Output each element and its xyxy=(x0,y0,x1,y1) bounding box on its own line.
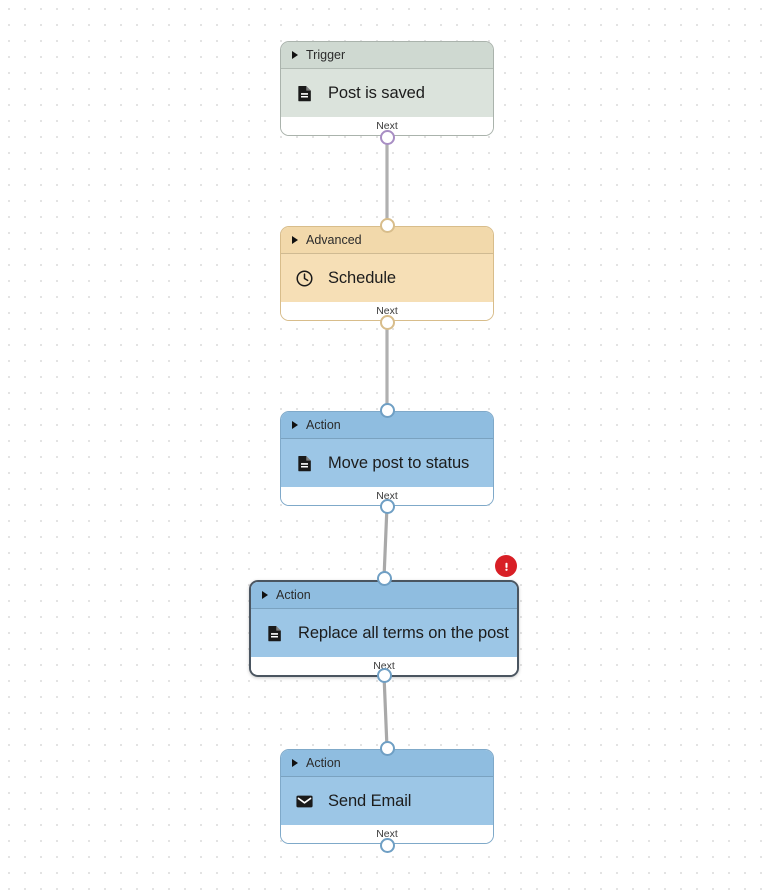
node-footer-next[interactable]: Next xyxy=(281,302,493,320)
node-body[interactable]: Move post to status xyxy=(281,439,493,487)
port-output-advanced-schedule[interactable] xyxy=(380,315,395,330)
node-category-label: Action xyxy=(306,418,341,432)
node-title: Send Email xyxy=(328,791,412,810)
disclosure-triangle-icon[interactable] xyxy=(292,421,298,429)
node-title: Replace all terms on the post xyxy=(298,623,509,642)
node-error-badge-action-replace-all-terms[interactable] xyxy=(495,555,517,577)
document-icon xyxy=(298,455,311,471)
workflow-node-trigger-post-is-saved[interactable]: Trigger Post is saved Next xyxy=(280,41,494,136)
node-header[interactable]: Action xyxy=(281,412,493,439)
node-body[interactable]: Schedule xyxy=(281,254,493,302)
port-input-action-move-post-to-status[interactable] xyxy=(380,403,395,418)
node-body[interactable]: Replace all terms on the post xyxy=(251,609,517,657)
node-footer-label: Next xyxy=(376,828,398,840)
port-output-trigger-post-is-saved[interactable] xyxy=(380,130,395,145)
workflow-node-action-move-post-to-status[interactable]: Action Move post to status Next xyxy=(280,411,494,506)
edge-action-replace-to-action-email xyxy=(382,673,389,750)
workflow-node-action-replace-all-terms-on-the-post[interactable]: Action Replace all terms on the post Nex… xyxy=(249,580,519,677)
port-output-action-send-email[interactable] xyxy=(380,838,395,853)
disclosure-triangle-icon[interactable] xyxy=(292,51,298,59)
node-footer-label: Next xyxy=(376,305,398,317)
node-footer-label: Next xyxy=(376,120,398,132)
port-input-action-send-email[interactable] xyxy=(380,741,395,756)
workflow-node-action-send-email[interactable]: Action Send Email Next xyxy=(280,749,494,844)
clock-icon xyxy=(296,269,313,287)
node-title: Post is saved xyxy=(328,83,425,102)
node-footer-label: Next xyxy=(376,490,398,502)
node-footer-next[interactable]: Next xyxy=(281,487,493,505)
error-exclamation-icon xyxy=(504,562,508,571)
node-title: Schedule xyxy=(328,268,397,287)
edge-action-move-to-action-replace xyxy=(382,504,389,580)
node-category-label: Advanced xyxy=(306,233,362,247)
port-output-action-move-post-to-status[interactable] xyxy=(380,499,395,514)
node-category-label: Action xyxy=(276,588,311,602)
node-title: Move post to status xyxy=(328,453,470,472)
node-body[interactable]: Send Email xyxy=(281,777,493,825)
node-footer-next[interactable]: Next xyxy=(281,825,493,843)
node-header[interactable]: Action xyxy=(251,582,517,609)
document-icon xyxy=(298,85,311,101)
port-output-action-replace-all-terms[interactable] xyxy=(377,668,392,683)
node-body[interactable]: Post is saved xyxy=(281,69,493,117)
workflow-node-advanced-schedule[interactable]: Advanced Schedule Next xyxy=(280,226,494,321)
envelope-icon xyxy=(296,795,313,807)
node-footer-next[interactable]: Next xyxy=(281,117,493,135)
node-category-label: Trigger xyxy=(306,48,346,62)
document-icon xyxy=(268,625,281,641)
disclosure-triangle-icon[interactable] xyxy=(292,759,298,767)
port-input-advanced-schedule[interactable] xyxy=(380,218,395,233)
port-input-action-replace-all-terms[interactable] xyxy=(377,571,392,586)
disclosure-triangle-icon[interactable] xyxy=(292,236,298,244)
node-header[interactable]: Trigger xyxy=(281,42,493,69)
node-category-label: Action xyxy=(306,756,341,770)
disclosure-triangle-icon[interactable] xyxy=(262,591,268,599)
